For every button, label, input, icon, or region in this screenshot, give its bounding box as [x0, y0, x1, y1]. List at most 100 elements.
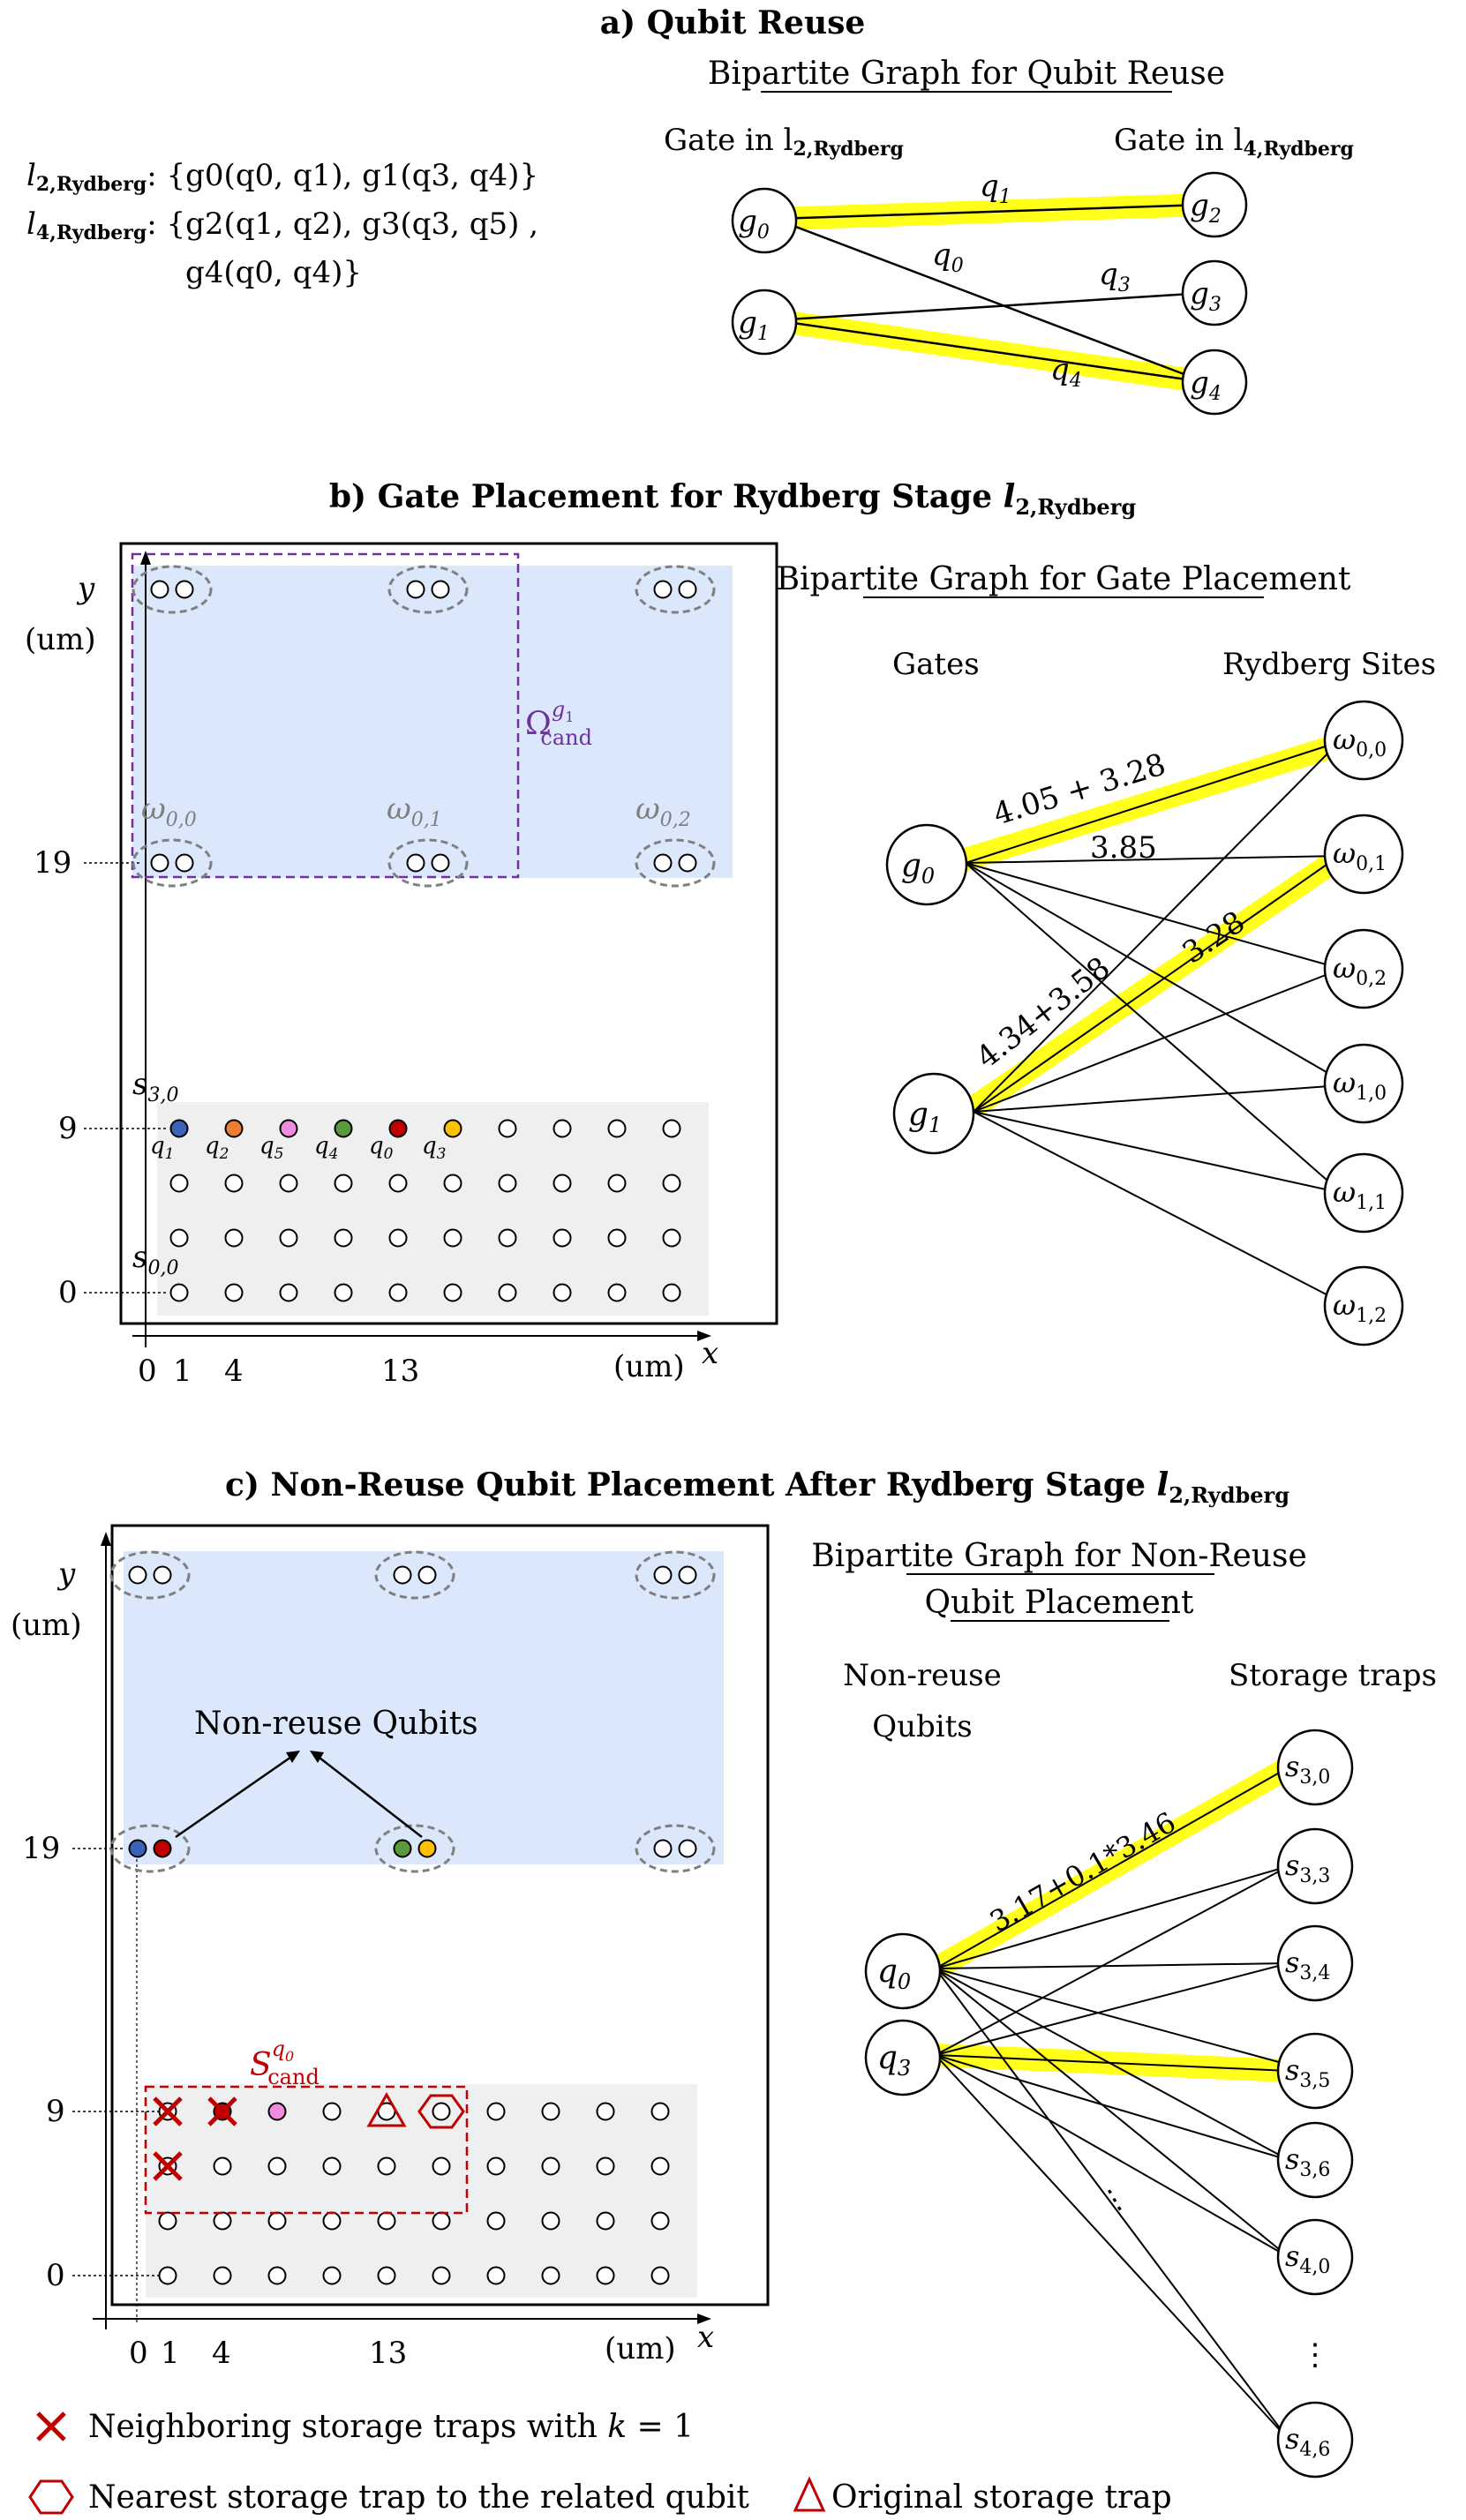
rydberg-site-0-0	[132, 565, 213, 614]
site-node-w12	[1323, 1265, 1404, 1346]
storage-trap	[224, 1283, 244, 1302]
panel-b-graph-title: Bipartite Graph for Gate Placement	[777, 561, 1351, 597]
panel-a: a) Qubit Reuse Bipartite Graph for Qubit…	[26, 4, 1354, 416]
qr-edge-label-q4: q4	[1050, 352, 1082, 392]
trap-node-s30	[1276, 1729, 1354, 1806]
rydberg-site-0-2	[635, 565, 716, 614]
site-atom	[150, 853, 169, 873]
x-tick-4-c: 4	[212, 2336, 231, 2371]
storage-trap	[596, 2211, 615, 2231]
storage-trap	[377, 2266, 396, 2285]
legend: Neighboring storage traps with k = 1 Nea…	[28, 2409, 1172, 2516]
site-atom	[678, 1565, 697, 1585]
site-atom	[678, 853, 697, 873]
storage-trap	[388, 1283, 408, 1302]
storage-trap	[541, 2156, 560, 2176]
qr-edge-q1	[774, 203, 1206, 221]
site-atom	[150, 580, 169, 599]
x-axis-unit-c: (um)	[605, 2331, 676, 2366]
x-axis-var-c: x	[697, 2320, 714, 2355]
y-tick-19-c: 19	[22, 1831, 60, 1866]
storage-trap	[432, 2211, 451, 2231]
storage-trap	[553, 1283, 572, 1302]
storage-trap	[432, 2102, 451, 2121]
layout-frame-c	[110, 1524, 770, 2306]
nr-node-q3-label: q3	[877, 2040, 911, 2081]
storage-trap	[486, 2266, 506, 2285]
s-cand-box	[144, 2085, 469, 2215]
layout-frame-b	[119, 542, 778, 1325]
non-reuse-arrow-right	[315, 1754, 423, 1838]
qr-edge-q4	[774, 319, 1206, 384]
rydberg-site-0-1	[387, 565, 469, 614]
site-node-w00	[1323, 700, 1404, 781]
layer2-gates: l2,Rydberg: {g0(q0, q1), g1(q3, q4)}	[26, 158, 538, 196]
storage-trap	[498, 1283, 517, 1302]
y-axis-arrow-b	[140, 551, 151, 565]
trap-node-s35	[1276, 2032, 1354, 2110]
site-atom	[128, 1565, 147, 1585]
site-atom	[653, 853, 673, 873]
storage-trap	[322, 2266, 342, 2285]
markers-c	[153, 2091, 465, 2181]
rydberg-site-1-0	[109, 1824, 191, 1873]
site-atom	[128, 1839, 147, 1858]
trap-node-label: s3,3	[1285, 1849, 1330, 1887]
nr-edges	[935, 1766, 1289, 2441]
trap-node-s34	[1276, 1924, 1354, 2002]
site-atom	[653, 580, 673, 599]
y-axis-unit-c: (um)	[11, 1608, 82, 1643]
storage-trap	[169, 1228, 189, 1248]
qr-edge-label-q0: q0	[932, 237, 964, 277]
qr-node-g2-label: g2	[1190, 188, 1222, 228]
trap-node-label: s3,4	[1285, 1946, 1330, 1984]
panel-a-title: a) Qubit Reuse	[600, 4, 866, 41]
legend-cross-text: Neighboring storage traps with k = 1	[88, 2409, 694, 2445]
storage-trap	[334, 1119, 353, 1138]
rydberg-site-1-2	[635, 1824, 716, 1873]
trap-node-label: s3,6	[1285, 2142, 1330, 2181]
panel-c: c) Non-Reuse Qubit Placement After Rydbe…	[11, 1466, 1437, 2479]
x-tick-13-b: 13	[381, 1354, 419, 1389]
x-tick-1-b: 1	[173, 1354, 192, 1389]
trap-node-s36	[1276, 2121, 1354, 2199]
rydberg-site-0-0	[109, 1550, 191, 1600]
panel-b-title: b) Gate Placement for Rydberg Stage l2,R…	[329, 478, 1136, 520]
qr-node-g3-label: g3	[1190, 276, 1222, 316]
triangle-marker	[366, 2091, 407, 2127]
site-atom	[393, 1565, 412, 1585]
hexagon-marker	[417, 2094, 465, 2129]
x-tick-0-b: 0	[138, 1354, 157, 1389]
storage-trap	[650, 2211, 670, 2231]
qr-node-g2	[1181, 171, 1248, 238]
storage-trap	[224, 1174, 244, 1193]
storage-trap	[607, 1283, 627, 1302]
site-atom	[678, 1839, 697, 1858]
non-reuse-arrowhead-left	[286, 1751, 300, 1763]
gp-edges	[965, 739, 1342, 1303]
y-tick-0-b: 0	[58, 1275, 78, 1310]
entanglement-zone-b	[132, 566, 733, 878]
storage-trap	[267, 2102, 287, 2121]
storage-trap	[267, 2266, 287, 2285]
y-axis-arrow-c	[101, 1532, 111, 1546]
legend-hexagon-icon	[28, 2479, 74, 2515]
storage-label-s00: s0,0	[132, 1240, 178, 1279]
site-atom	[153, 1839, 172, 1858]
storage-trap	[279, 1283, 298, 1302]
legend-triangle-icon	[793, 2476, 826, 2512]
storage-trap	[334, 1228, 353, 1248]
gp-edge-label-2: 3.85	[1090, 830, 1157, 866]
storage-trap	[388, 1174, 408, 1193]
site-node-label: ω1,2	[1333, 1288, 1387, 1327]
storage-grid-b	[169, 1119, 681, 1302]
storage-trap	[213, 2266, 232, 2285]
qr-right-header: Gate in l4,Rydberg	[1114, 123, 1354, 161]
trap-node-s33	[1276, 1827, 1354, 1905]
storage-trap	[662, 1119, 681, 1138]
storage-trap	[322, 2211, 342, 2231]
gp-node-g1-label: g1	[908, 1097, 942, 1137]
trap-node-s40	[1276, 2218, 1354, 2296]
storage-trap	[388, 1119, 408, 1138]
